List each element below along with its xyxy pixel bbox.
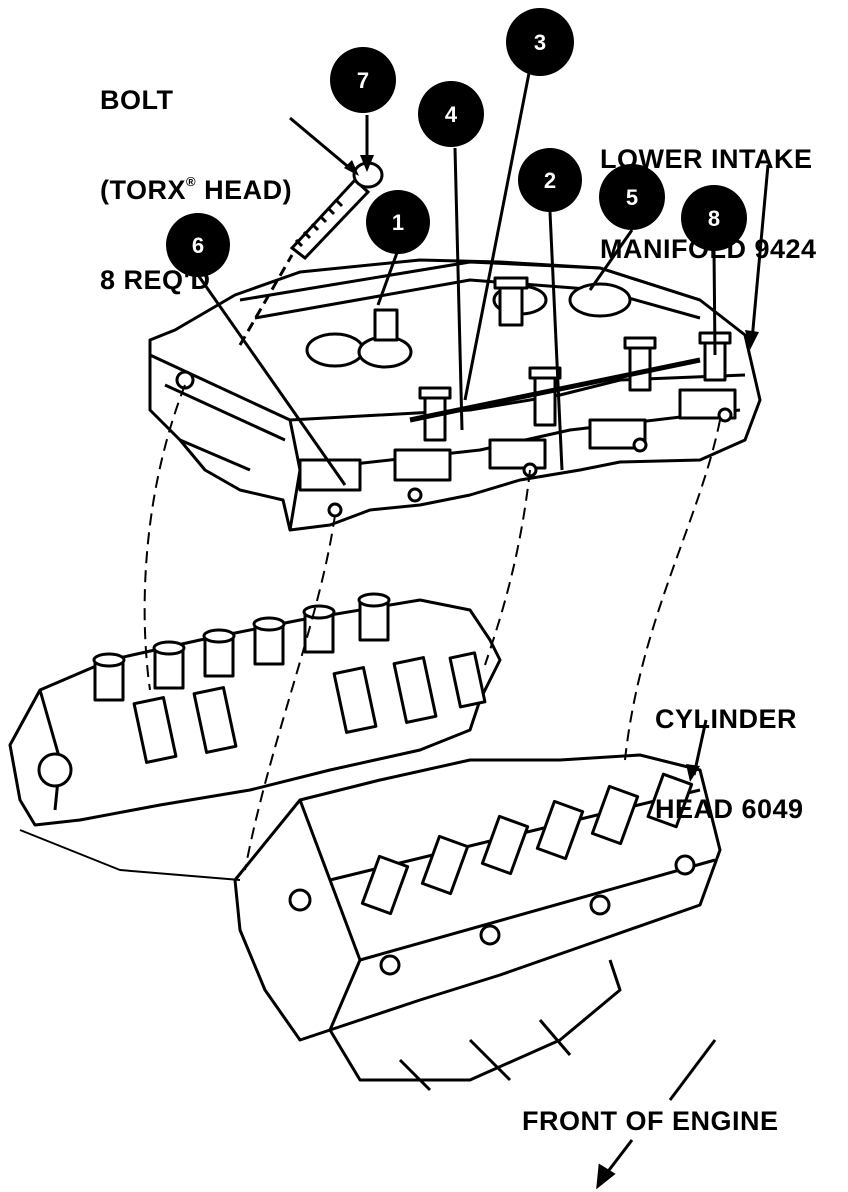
svg-text:3: 3 xyxy=(534,30,546,55)
bolt-label-line1: BOLT xyxy=(100,85,174,115)
front-of-engine-label: FRONT OF ENGINE xyxy=(522,1106,779,1136)
callout-5: 5 xyxy=(599,164,665,230)
arrowheads xyxy=(344,155,759,782)
cylinder-head-label-line1: CYLINDER xyxy=(655,704,798,734)
registered-mark: ® xyxy=(186,174,197,189)
bolt-label: BOLT (TORX® HEAD) 8 REQ'D xyxy=(100,25,292,325)
callout-2: 2 xyxy=(518,148,582,212)
callout-1: 1 xyxy=(366,190,430,254)
cylinder-head-label-line2: HEAD 6049 xyxy=(655,794,804,824)
callout-4: 4 xyxy=(418,81,484,147)
cylinder-head-label: CYLINDER HEAD 6049 xyxy=(655,644,804,854)
manifold-label-line2: MANIFOLD 9424 xyxy=(600,234,817,264)
callout-8: 8 xyxy=(681,185,747,251)
front-arrow xyxy=(596,1039,717,1190)
callout-6: 6 xyxy=(166,213,230,277)
svg-text:5: 5 xyxy=(626,185,638,210)
bolt-label-line3: 8 REQ'D xyxy=(100,265,211,295)
callout-7: 7 xyxy=(330,47,396,113)
cylinder-head xyxy=(8,592,722,1092)
torx-bolt xyxy=(238,161,384,346)
svg-text:1: 1 xyxy=(392,210,404,235)
alignment-lines xyxy=(143,384,721,871)
svg-text:4: 4 xyxy=(445,102,458,127)
callout-3: 3 xyxy=(506,8,574,76)
svg-text:2: 2 xyxy=(544,168,556,193)
svg-text:7: 7 xyxy=(357,68,369,93)
svg-text:6: 6 xyxy=(192,233,204,258)
svg-text:8: 8 xyxy=(708,206,720,231)
manifold-label-line1: LOWER INTAKE xyxy=(600,144,813,174)
manifold-label: LOWER INTAKE MANIFOLD 9424 xyxy=(600,84,817,294)
bolt-label-line2: (TORX® HEAD) xyxy=(100,174,293,206)
